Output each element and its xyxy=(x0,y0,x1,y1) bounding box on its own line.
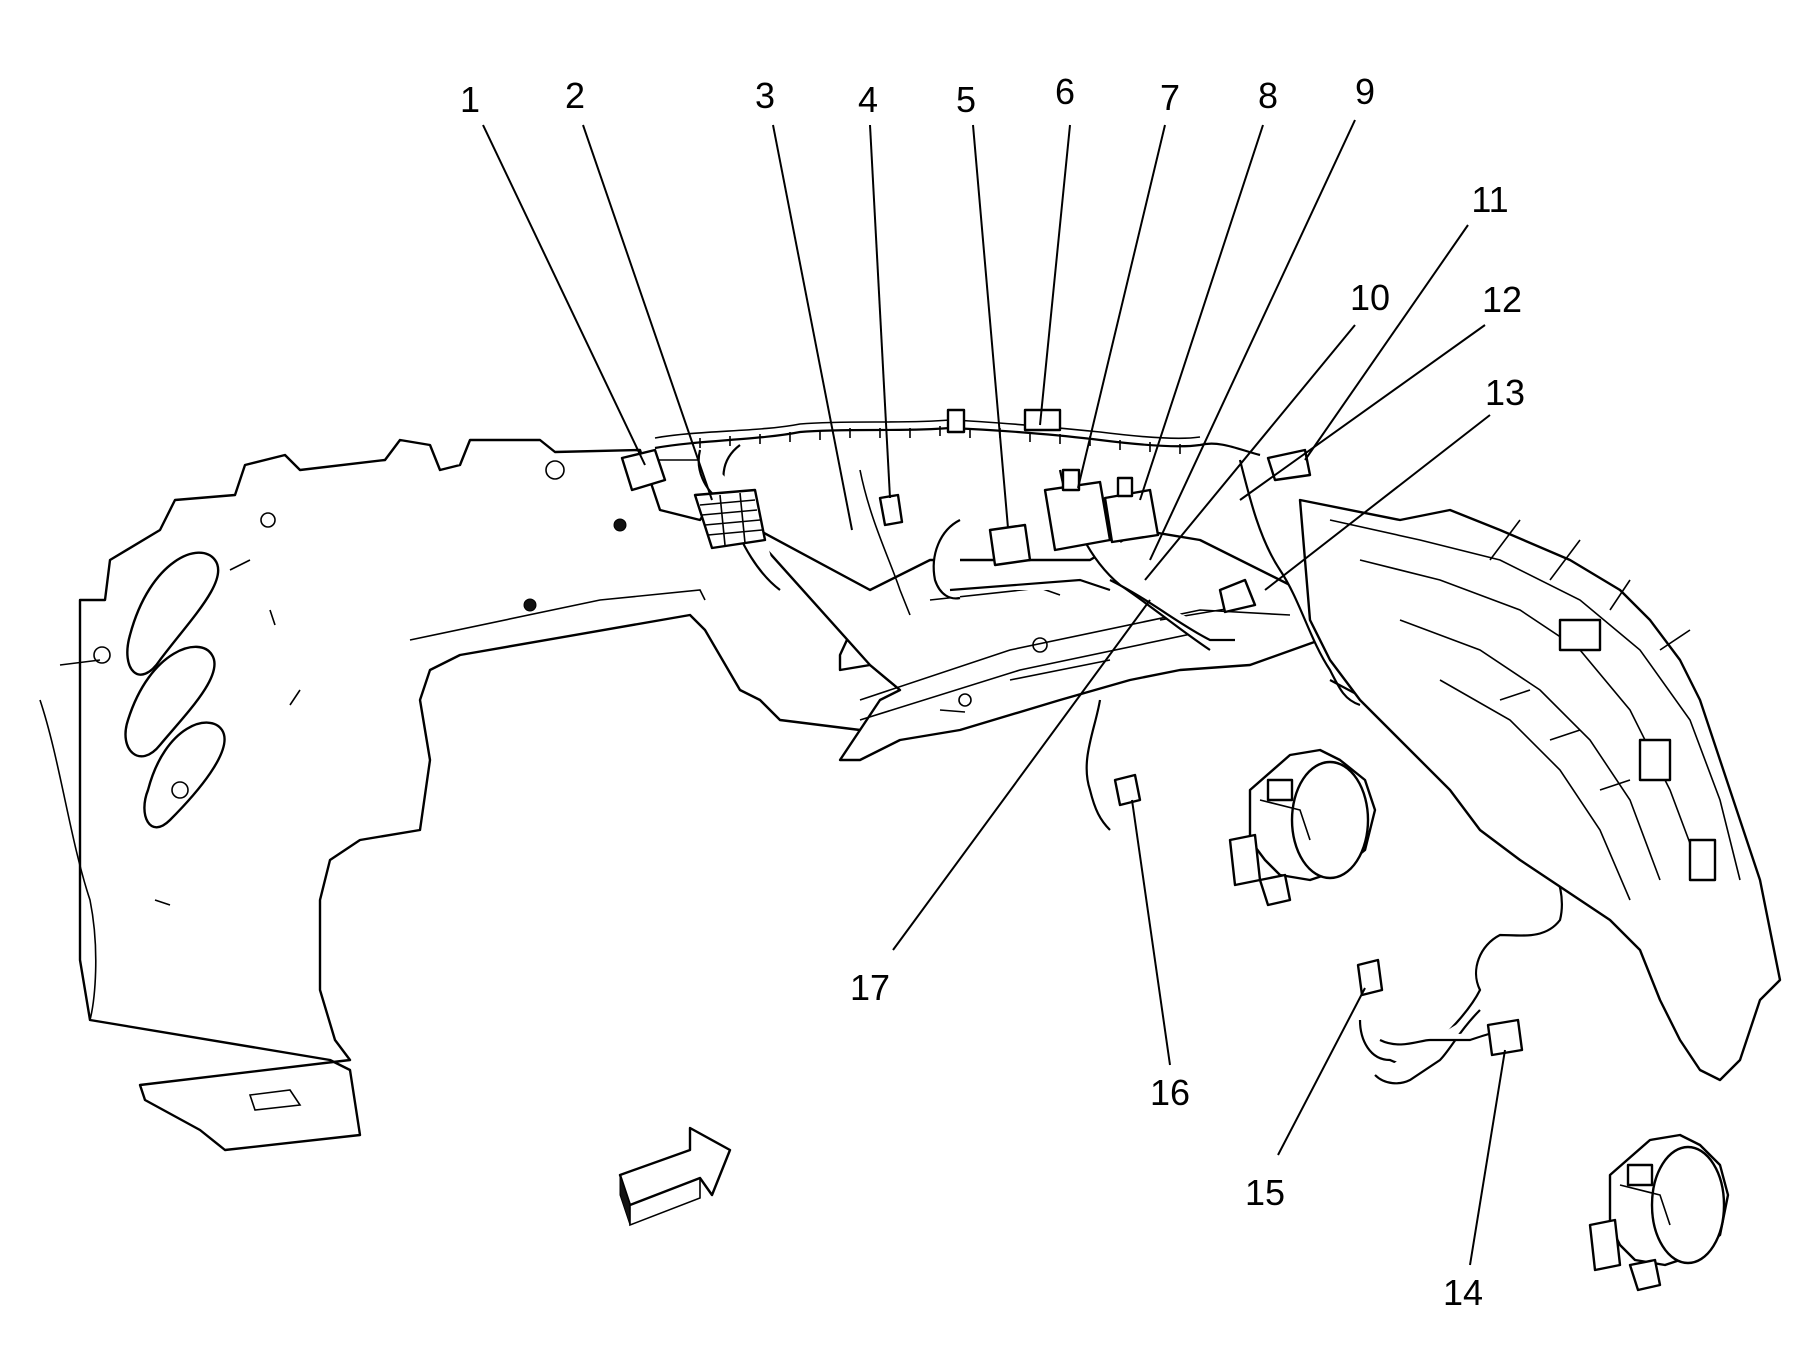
callout-7: 7 xyxy=(1160,77,1180,118)
floor-panel xyxy=(39,438,902,1152)
callout-16: 16 xyxy=(1150,1072,1190,1113)
callout-15: 15 xyxy=(1245,1172,1285,1213)
leader-lines xyxy=(482,119,1506,1266)
callout-14: 14 xyxy=(1443,1272,1483,1313)
callout-12: 12 xyxy=(1482,279,1522,320)
fog-lamp-lower xyxy=(1588,1133,1730,1292)
callout-3: 3 xyxy=(755,75,775,116)
callout-6: 6 xyxy=(1055,71,1075,112)
connector-4 xyxy=(878,493,904,527)
callout-1: 1 xyxy=(460,79,480,120)
relay-7 xyxy=(1043,480,1112,552)
callout-17: 17 xyxy=(850,967,890,1008)
main-harness xyxy=(654,408,1564,1085)
arrow-forward-icon xyxy=(618,1126,732,1227)
connector-16 xyxy=(1113,773,1142,807)
callout-2: 2 xyxy=(565,75,585,116)
relay-8 xyxy=(1103,488,1160,544)
bumper-assembly xyxy=(1298,498,1782,1082)
connector-1 xyxy=(620,448,667,492)
callout-11: 11 xyxy=(1471,179,1508,220)
callout-8: 8 xyxy=(1258,75,1278,116)
connector-15 xyxy=(1356,958,1384,997)
callout-labels: 1 2 3 4 5 6 7 8 9 10 11 12 13 14 15 16 1… xyxy=(460,71,1525,1313)
fog-lamp-upper xyxy=(1228,748,1377,907)
callout-9: 9 xyxy=(1355,71,1375,112)
callout-13: 13 xyxy=(1485,372,1525,413)
callout-5: 5 xyxy=(956,79,976,120)
connector-14 xyxy=(1486,1018,1524,1057)
callout-10: 10 xyxy=(1350,277,1390,318)
connector-5 xyxy=(988,523,1032,567)
callout-4: 4 xyxy=(858,79,878,120)
